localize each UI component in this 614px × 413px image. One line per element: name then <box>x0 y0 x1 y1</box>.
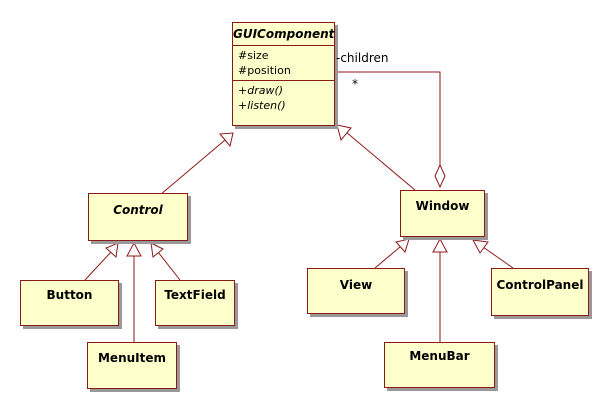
class-name-menubar: MenuBar <box>409 349 470 363</box>
operations-compartment: +draw() +listen() <box>233 80 334 115</box>
generalization-line-controlpanel <box>482 246 514 269</box>
association-role-label: -children <box>336 51 389 65</box>
class-name-controlpanel: ControlPanel <box>496 278 584 292</box>
generalization-arrowhead-controlpanel <box>472 239 489 254</box>
attribute-size: #size <box>238 49 269 62</box>
generalization-line-window <box>345 131 416 191</box>
attributes-compartment: #size #position <box>233 45 334 80</box>
class-controlpanel[interactable]: ControlPanel <box>491 268 589 316</box>
operation-draw: +draw() <box>238 84 284 97</box>
class-guicomponent[interactable]: GUIComponent #size #position +draw() +li… <box>232 22 335 126</box>
class-textfield[interactable]: TextField <box>155 280 235 326</box>
generalization-arrowhead-button <box>105 242 119 258</box>
class-name-window: Window <box>415 199 470 213</box>
class-name-view: View <box>339 278 373 292</box>
aggregation-line-children <box>335 71 441 165</box>
generalization-arrowhead-control <box>218 132 234 148</box>
generalization-arrowhead-menuitem <box>126 241 142 257</box>
generalization-line-button <box>84 251 112 281</box>
generalization-arrowhead-textfield <box>150 242 164 258</box>
class-name-textfield: TextField <box>164 288 226 302</box>
generalization-arrowhead-window <box>336 124 352 142</box>
generalization-arrowhead-view <box>395 238 410 253</box>
class-window[interactable]: Window <box>400 190 485 237</box>
class-menubar[interactable]: MenuBar <box>384 342 495 388</box>
class-name-guicomponent: GUIComponent <box>233 27 335 41</box>
class-view[interactable]: View <box>307 268 405 314</box>
generalization-line-textfield <box>157 251 181 281</box>
class-name-menuitem: MenuItem <box>97 351 166 365</box>
aggregation-diamond <box>434 163 446 189</box>
association-multiplicity-label: * <box>352 77 358 91</box>
class-control[interactable]: Control <box>88 193 188 241</box>
generalization-arrowhead-menubar <box>432 237 448 253</box>
generalization-line-view <box>374 246 401 269</box>
class-name-control: Control <box>113 203 163 217</box>
class-menuitem[interactable]: MenuItem <box>87 342 177 389</box>
generalization-line-control <box>159 139 226 196</box>
operation-listen: +listen() <box>238 99 286 112</box>
class-name-button: Button <box>46 288 93 302</box>
class-button[interactable]: Button <box>20 280 119 326</box>
attribute-position: #position <box>238 64 291 77</box>
